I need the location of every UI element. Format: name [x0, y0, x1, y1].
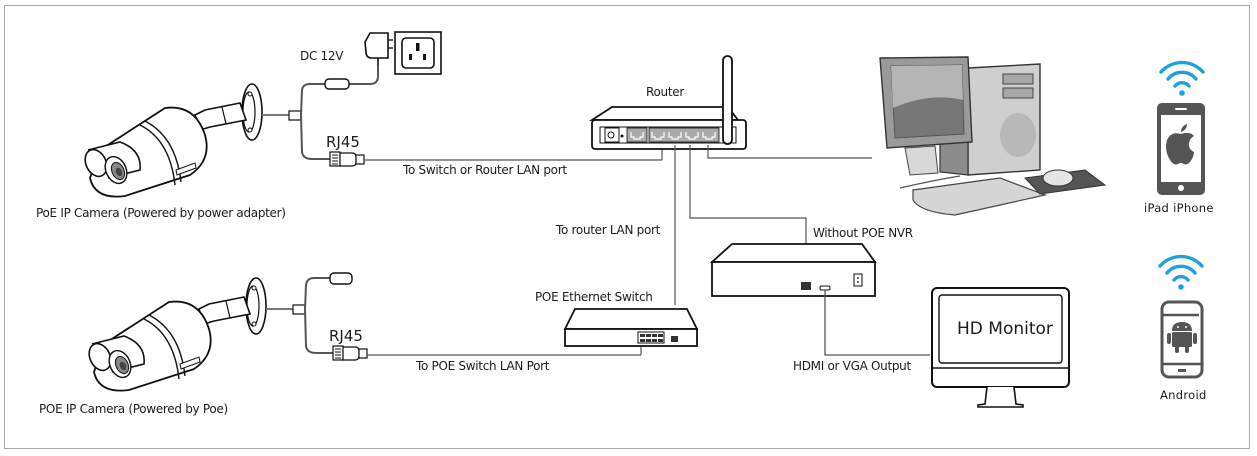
- router-icon: [588, 55, 747, 150]
- camera-adapter-label: PoE IP Camera (Powered by power adapter): [36, 206, 286, 220]
- camera-poe-cable: [304, 277, 334, 354]
- android-phone-icon: [1160, 300, 1204, 379]
- iphone-icon: [1157, 103, 1205, 195]
- android-label: Android: [1160, 388, 1207, 402]
- rj45-plug-top: [329, 151, 365, 167]
- rj45-label-bottom: RJ45: [329, 327, 363, 345]
- wifi-icon-android: [1158, 254, 1204, 292]
- diagram-frame: [4, 5, 1250, 449]
- camera-poe-icon: [84, 277, 306, 392]
- rj45-label-top: RJ45: [326, 133, 360, 151]
- poe-switch-icon: [563, 308, 699, 347]
- desktop-computer-icon: [879, 56, 1107, 216]
- dc-barrel-connector: [324, 78, 350, 90]
- camera-adapter-cable: [300, 65, 379, 160]
- hdmi-vga-label: HDMI or VGA Output: [793, 359, 911, 373]
- to-poe-switch-label: To POE Switch LAN Port: [416, 359, 550, 373]
- poe-switch-label: POE Ethernet Switch: [535, 290, 653, 304]
- rj45-plug-bottom: [332, 345, 368, 361]
- power-adapter-icon: [364, 32, 393, 65]
- ios-devices-label: iPad iPhone: [1144, 201, 1214, 215]
- monitor-icon: [931, 287, 1070, 408]
- android-robot-icon: [1167, 322, 1197, 353]
- camera-adapter-icon: [80, 83, 302, 198]
- nvr-icon: [709, 243, 877, 297]
- router-label: Router: [646, 85, 684, 99]
- dc-power-label: DC 12V: [300, 49, 344, 63]
- dc-cap-connector: [329, 272, 353, 285]
- wifi-icon-ios: [1159, 60, 1205, 98]
- nvr-label: Without POE NVR: [813, 226, 913, 240]
- to-router-lan-label: To router LAN port: [556, 223, 661, 237]
- wall-outlet-icon: [394, 31, 442, 75]
- camera-poe-label: POE IP Camera (Powered by Poe): [39, 402, 228, 416]
- cable-nvr-to-monitor: [824, 290, 930, 356]
- apple-logo-icon: [1166, 124, 1194, 165]
- monitor-screen-label: HD Monitor: [957, 319, 1053, 339]
- to-switch-or-router-label: To Switch or Router LAN port: [403, 163, 567, 177]
